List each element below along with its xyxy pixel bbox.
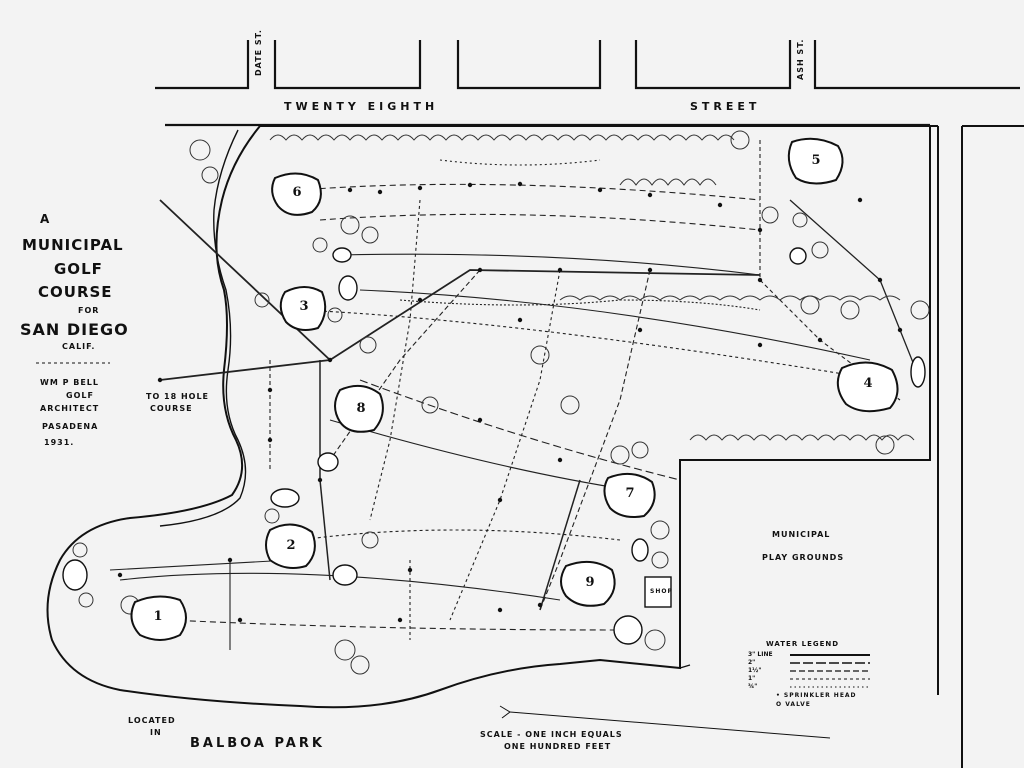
green-9	[560, 560, 616, 607]
greens	[130, 137, 899, 641]
shop-label: SHOP	[650, 588, 673, 595]
legend-item: 1"	[748, 675, 756, 682]
block-right	[813, 40, 1020, 90]
water-legend-title: WATER LEGEND	[766, 640, 840, 648]
green-1	[130, 595, 187, 641]
bunkers	[62, 247, 926, 645]
located-label-1: LOCATED	[128, 716, 176, 725]
architect-city: PASADENA	[42, 422, 99, 431]
scale-label-1: SCALE - ONE INCH EQUALS	[480, 730, 623, 739]
hole-number-1: 1	[153, 609, 163, 624]
green-6	[271, 172, 322, 216]
architect-role-2: ARCHITECT	[40, 404, 100, 413]
green-4	[836, 361, 899, 413]
green-5	[787, 137, 844, 185]
block-mid-left	[273, 40, 422, 90]
legend-item: 1½"	[748, 667, 762, 674]
balboa-park-label: BALBOA PARK	[190, 736, 325, 751]
hole-number-2: 2	[286, 538, 296, 553]
hole-number-4: 4	[863, 376, 873, 391]
legend-lines	[790, 654, 870, 688]
hole-number-9: 9	[585, 575, 595, 590]
hole-number-5: 5	[811, 153, 821, 168]
street-name-ash: ASH ST.	[796, 38, 805, 80]
hole-number-3: 3	[299, 299, 309, 314]
legend-item: 2"	[748, 659, 756, 666]
course-boundary	[46, 125, 1024, 768]
legend-item: 3" LINE	[748, 651, 773, 658]
title-line-7: CALIF.	[62, 342, 96, 351]
block-mid-right	[634, 40, 792, 90]
title-line-4: COURSE	[38, 283, 113, 301]
to-18-hole-label-2: COURSE	[150, 404, 193, 413]
architect-year: 1931.	[44, 438, 75, 447]
playgrounds-label-2: PLAY GROUNDS	[762, 553, 845, 562]
title-line-1: A	[40, 212, 51, 226]
fairway-lines	[109, 140, 921, 650]
hole-number-7: 7	[625, 486, 635, 501]
street-name-date: DATE ST.	[254, 29, 263, 76]
architect-role-1: GOLF	[66, 391, 94, 400]
trees	[72, 130, 930, 675]
hole-number-6: 6	[292, 185, 302, 200]
street-name-twenty-eighth: TWENTY EIGHTH	[284, 100, 439, 113]
block-left	[155, 40, 250, 90]
hole-number-8: 8	[356, 401, 366, 416]
architect-name: WM P BELL	[40, 378, 99, 387]
green-3	[279, 286, 327, 331]
green-7	[603, 472, 656, 518]
title-line-3: GOLF	[54, 260, 103, 278]
legend-valve: O VALVE	[776, 701, 811, 708]
legend-item: ¾"	[748, 683, 758, 690]
title-line-6: SAN DIEGO	[20, 320, 129, 339]
street-name-street: STREET	[690, 100, 761, 113]
title-line-2: MUNICIPAL	[22, 236, 124, 254]
playgrounds-label-1: MUNICIPAL	[772, 530, 831, 539]
scale-bar	[36, 362, 831, 739]
legend-sprinkler: • SPRINKLER HEAD	[776, 692, 857, 699]
green-2	[265, 523, 316, 569]
sprinkler-heads	[117, 181, 903, 623]
to-18-hole-label-1: TO 18 HOLE	[146, 392, 210, 401]
block-mid	[456, 40, 602, 90]
located-label-2: IN	[150, 728, 162, 737]
scale-label-2: ONE HUNDRED FEET	[504, 742, 612, 751]
green-8	[334, 384, 384, 433]
title-line-5: FOR	[78, 306, 100, 315]
